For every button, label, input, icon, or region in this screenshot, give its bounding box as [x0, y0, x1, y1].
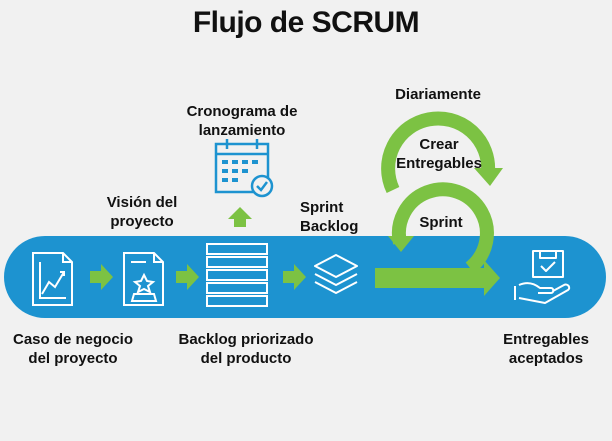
label-create-deliverables: Crear Entregables [396, 136, 482, 172]
calendar-check-icon [214, 139, 274, 198]
daily-cycle-arrow [381, 111, 503, 194]
sprint-cycle-arrow [388, 182, 494, 274]
label-vision: Visión del proyecto [106, 194, 178, 230]
page-title: Flujo de SCRUM [192, 6, 420, 39]
vision-star-document-icon [123, 252, 164, 306]
label-sprint: Sprint [419, 214, 463, 231]
flow-arrow-main [375, 260, 500, 296]
label-product-backlog: Backlog priorizado del producto [178, 331, 314, 367]
backlog-list-icon [206, 243, 268, 307]
label-business-case: Caso de negocio del proyecto [12, 331, 134, 367]
label-daily: Diariamente [395, 86, 481, 103]
flow-arrow-1 [90, 264, 113, 290]
flow-arrow-2 [176, 264, 199, 290]
label-release-schedule: Cronograma de lanzamiento [186, 103, 298, 139]
sprint-layers-icon [314, 254, 358, 294]
hand-with-deliverable-icon [514, 250, 571, 304]
label-sprint-backlog: Sprint Backlog [300, 199, 359, 235]
label-accepted-deliverables: Entregables aceptados [503, 331, 589, 367]
business-case-chart-icon [32, 252, 73, 306]
flow-arrow-up [228, 207, 252, 227]
flow-arrow-3 [283, 264, 306, 290]
